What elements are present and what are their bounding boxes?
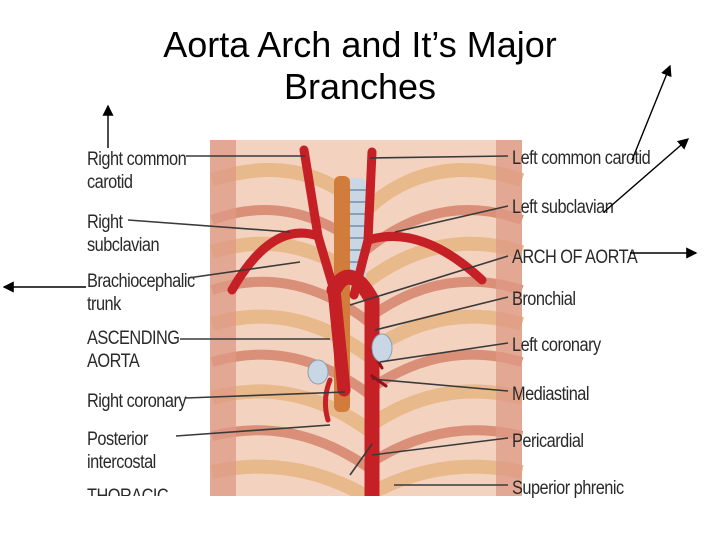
label-right-coronary: Right coronary: [87, 391, 187, 412]
leader-left-coronary: [379, 342, 509, 363]
left-leader-lines: [127, 155, 346, 437]
right-leader-lines: [349, 155, 509, 486]
label-right-subclavian: Right subclavian: [87, 212, 160, 256]
leader-pericardial-branch: [349, 443, 373, 476]
leader-pericardial: [371, 437, 509, 456]
label-arch-of-aorta: ARCH OF AORTA: [512, 247, 638, 268]
label-pericardial: Pericardial: [512, 431, 584, 452]
arrow-up-right: [631, 64, 672, 161]
slide-title: Aorta Arch and It’s Major Branches: [0, 24, 720, 108]
leader-arch-of-aorta: [349, 255, 509, 306]
label-brachiocephalic-trunk: Brachiocephalic trunk: [87, 271, 195, 315]
label-left-common-carotid: Left common carotid: [512, 148, 651, 169]
aorta-illustration: [82, 140, 652, 496]
label-left-coronary: Left coronary: [512, 335, 601, 356]
label-posterior-intercostal: Posterior intercostal: [87, 429, 156, 473]
label-bronchial: Bronchial: [512, 289, 576, 310]
label-ascending-aorta: ASCENDING AORTA: [87, 328, 180, 372]
annotation-arrows: [2, 64, 698, 293]
leader-right-coronary: [185, 391, 346, 399]
label-mediastinal: Mediastinal: [512, 384, 589, 405]
aorta-and-branches: [227, 145, 487, 496]
leader-right-subclavian: [127, 219, 291, 233]
label-superior-phrenic: Superior phrenic: [512, 478, 624, 499]
leader-brachiocephalic: [187, 261, 301, 279]
label-right-common-carotid: Right common carotid: [87, 149, 187, 193]
leader-left-subclavian: [394, 205, 509, 233]
leader-mediastinal: [371, 378, 509, 392]
leader-bronchial: [374, 296, 509, 331]
title-line-2: Branches: [283, 66, 437, 107]
title-line-1: Aorta Arch and It’s Major: [163, 24, 557, 65]
label-left-subclavian: Left subclavian: [512, 197, 614, 218]
leader-left-common-carotid: [369, 155, 509, 159]
illustration-svg: [209, 140, 525, 496]
arrow-diagonal-right: [603, 138, 690, 213]
label-thoracic: THORACIC: [87, 485, 168, 496]
bronchi: [307, 333, 393, 385]
leader-posterior-intercostal: [175, 424, 331, 437]
